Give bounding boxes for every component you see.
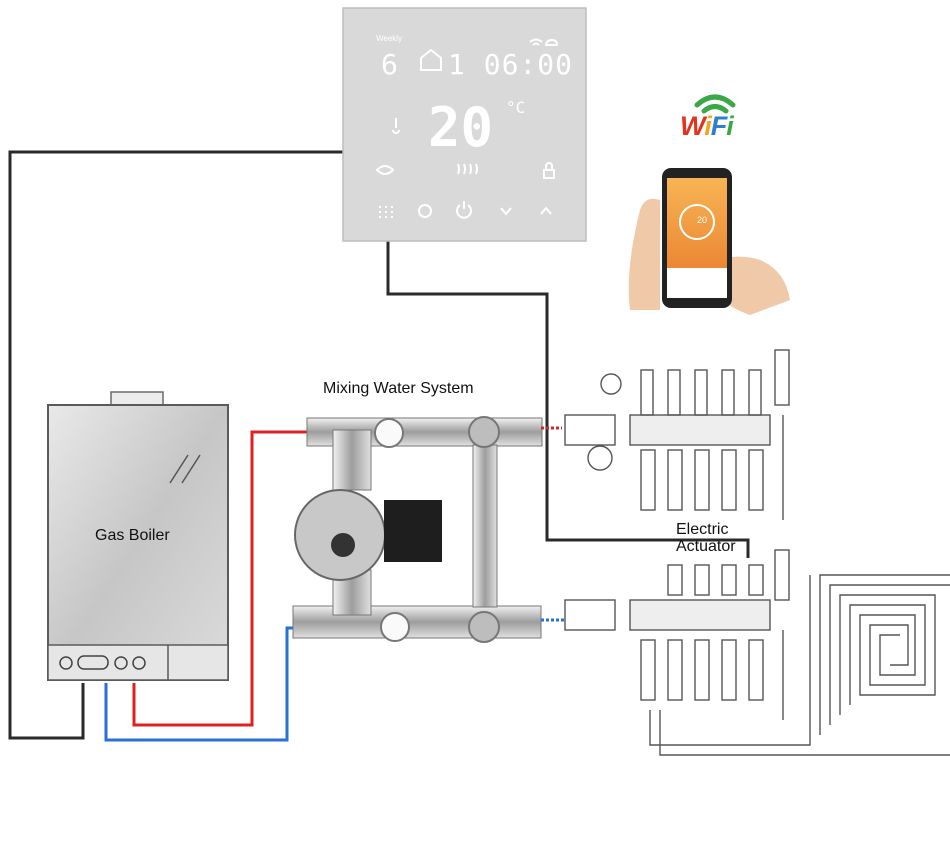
- air-vent: [774, 549, 790, 601]
- phone-temperature: 20: [697, 215, 708, 225]
- control-wires: [8, 150, 750, 740]
- manifold-gauge: [600, 373, 622, 395]
- supply-ball-valve: [564, 414, 616, 446]
- boiler-top-vent: [110, 391, 164, 407]
- mixing-valve: [468, 416, 500, 448]
- bottom-mixing-pipe: [292, 605, 542, 639]
- phone-app: [628, 168, 790, 315]
- electric-actuator-label: Electric Actuator: [676, 521, 736, 555]
- phone-controls: [667, 268, 727, 298]
- wifi-signal-icon: [694, 94, 736, 114]
- menu-grid-icon: [379, 206, 393, 218]
- wifi-logo: WiFi: [680, 111, 734, 142]
- supply-gauge: [374, 418, 404, 448]
- boiler-display: [77, 655, 109, 670]
- mixing-water-system-label: Mixing Water System: [323, 380, 474, 397]
- thermostat-time: 1 06:00: [448, 48, 574, 81]
- supply-manifold-bar: [629, 414, 771, 446]
- thermostat-day: 6: [381, 48, 398, 81]
- actuator-label-line2: Actuator: [676, 538, 736, 555]
- pump-motor: [384, 500, 442, 562]
- underfloor-heating-loop: [649, 574, 950, 756]
- return-valve: [468, 611, 500, 643]
- actuator-control-wire: [386, 240, 750, 558]
- return-outlets: [640, 639, 764, 701]
- supply-flow-meters: [640, 369, 762, 416]
- thermometer-icon: [392, 118, 400, 134]
- clock-icon: [418, 204, 432, 218]
- actuator-label-line1: Electric: [676, 521, 729, 538]
- thermostat-icons: [375, 38, 559, 219]
- wifi-logo-i: i: [704, 111, 711, 141]
- cloud-icon: [545, 38, 559, 47]
- phone-dial: [679, 204, 715, 240]
- boiler-body: [47, 404, 229, 681]
- supply-outlets: [640, 449, 764, 511]
- return-ball-valve: [564, 599, 616, 631]
- thermostat-temperature: 20: [428, 96, 494, 159]
- boiler-control-panel: [47, 644, 229, 681]
- boiler-knob: [59, 656, 73, 670]
- air-vent: [774, 349, 790, 406]
- return-manifold-bar: [629, 599, 771, 631]
- power-icon: [456, 201, 472, 219]
- pump-riser: [332, 429, 372, 491]
- heating-waves-icon: [457, 163, 478, 175]
- mixing-water-system: [292, 416, 566, 643]
- return-gauge: [380, 612, 410, 642]
- boiler-knob: [114, 656, 128, 670]
- hand: [628, 198, 790, 315]
- gas-boiler-label: Gas Boiler: [95, 527, 170, 544]
- wifi-logo-w: W: [680, 111, 705, 141]
- thermostat-mode: Weekly: [376, 34, 403, 43]
- thermostat-unit: °C: [506, 98, 526, 117]
- bypass-tube: [472, 444, 498, 608]
- y-strainer: [587, 445, 613, 471]
- manifold: [564, 349, 790, 720]
- boiler-knob: [132, 656, 146, 670]
- home-icon: [420, 48, 442, 71]
- eye-icon: [375, 165, 395, 175]
- lock-icon: [543, 162, 555, 179]
- chevron-down-icon: [500, 207, 512, 216]
- thermostat: [342, 7, 587, 242]
- wifi-logo-f: F: [710, 111, 727, 141]
- chevron-up-icon: [540, 206, 552, 215]
- hot-supply-pipe: [132, 430, 310, 727]
- wifi-logo-i2: i: [726, 111, 733, 141]
- boiler-control-wire: [8, 150, 343, 740]
- signal-icon: [529, 38, 543, 46]
- electric-actuators: [667, 564, 764, 596]
- cold-return-pipe: [104, 626, 300, 742]
- boiler-glare: [169, 454, 201, 484]
- gas-boiler: [47, 391, 229, 681]
